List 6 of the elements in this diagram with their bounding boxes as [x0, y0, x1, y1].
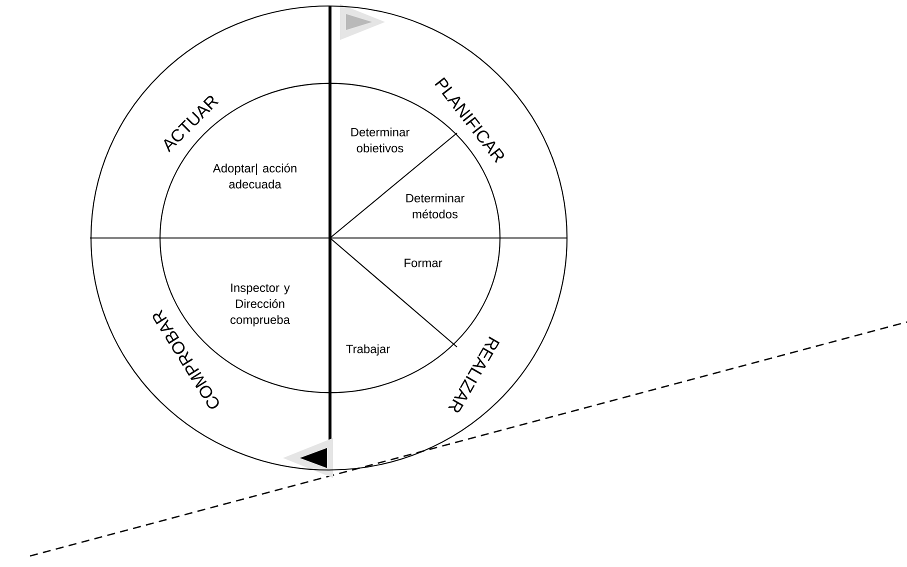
step-label: Formar — [404, 258, 442, 268]
step-label: Determinar métodos — [406, 194, 464, 218]
step-label: Trabajar — [346, 344, 390, 356]
step-label: Inspector y Dirección comprueba — [230, 284, 290, 326]
step-label: Adoptar| acción adecuada — [212, 164, 296, 188]
step-label: Determinar obietivos — [351, 128, 410, 152]
